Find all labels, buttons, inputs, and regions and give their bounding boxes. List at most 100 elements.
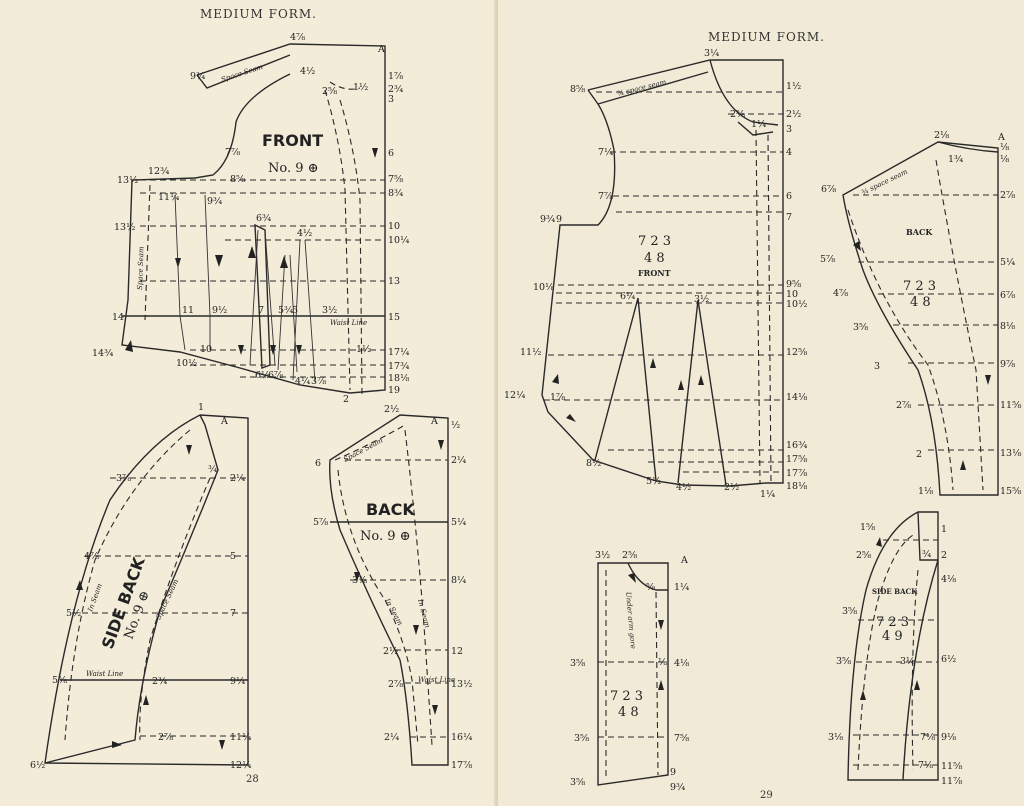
front-measure: 3⅞ (311, 376, 326, 387)
side-back-measure: 2¾ (152, 676, 167, 687)
r-back-measure: 2 (916, 449, 922, 460)
side-back-space-seam: Space Seam (155, 578, 181, 621)
r-front-measure: 1⅞ (550, 392, 565, 403)
front-side-seam-label: Space Seam (136, 246, 146, 290)
r-side-back-measure: 7⅛ (920, 732, 935, 743)
front-title: FRONT (262, 131, 323, 150)
back-measure: 2¼ (451, 455, 466, 466)
front-measure: 3½ (322, 305, 337, 316)
side-back-measure: 9¼ (230, 676, 245, 687)
r-front-title: FRONT (638, 268, 671, 278)
r-under-arm-measure: 9¾ (670, 782, 685, 793)
r-back-measure: 11⅝ (1000, 400, 1021, 411)
r-side-back-measure: 7⅛ (918, 760, 933, 771)
r-front-measure: 8⅝ (570, 84, 585, 95)
r-under-arm-measure: 9 (670, 767, 676, 778)
back-measure: 2½ (383, 646, 398, 657)
r-front-measure: 9⅝ (786, 279, 801, 290)
front-measure: 7 (258, 305, 264, 316)
r-under-arm-title: Under arm gore (624, 591, 637, 649)
back-measure: 5¼ (451, 517, 466, 528)
front-measure: 9¾ (207, 196, 222, 207)
side-back-measure: 2⅞ (158, 732, 173, 743)
side-back-measure: 12¼ (230, 760, 251, 771)
r-back-measure: A (997, 132, 1005, 143)
front-measure: 6½ (255, 370, 270, 381)
front-measure: 6¾ (256, 213, 271, 224)
back-in-seam-1: In Seam (383, 596, 404, 627)
r-back-measure: 4⅞ (833, 288, 848, 299)
r-front-measure: 6 (786, 191, 792, 202)
r-back-measure: 1⅛ (918, 486, 933, 497)
back-measure: 3⅞ (352, 575, 367, 586)
r-side-back-measure: 3⅝ (842, 606, 857, 617)
front-measure: 5 (292, 305, 298, 316)
front-measure: 13½ (114, 222, 135, 233)
back-measure: 6 (315, 458, 321, 469)
r-front-measure: 4 (786, 147, 792, 158)
r-front-measure: 17⅝ (786, 454, 807, 465)
r-back-measure: 13⅛ (1000, 448, 1021, 459)
front-measure: 1⅞ (388, 71, 403, 82)
r-front-code: 7 2 3 (638, 234, 671, 249)
front-measure: 13 (388, 276, 400, 287)
side-back-measure: 3⅞ (116, 473, 131, 484)
front-measure: 7⅞ (225, 147, 240, 158)
front-measure: 8⅝ (230, 174, 245, 185)
r-under-arm-code: 7 2 3 (610, 689, 643, 704)
front-pattern: FRONT No. 9 ⊕ Space Seam Space Seam Wais… (92, 32, 409, 405)
r-under-arm-measure: ⅝ (646, 582, 655, 593)
r-side-back-measure: 2⅝ (856, 550, 871, 561)
r-front-measure: 1½ (786, 81, 801, 92)
r-under-arm-sub: 4 8 (618, 705, 639, 720)
front-measure: 6 (388, 148, 394, 159)
r-back-measure: ⅛ (1000, 142, 1009, 153)
r-side-back-sub: 4 9 (882, 629, 903, 644)
front-measure: 17¾ (388, 361, 409, 372)
r-front-sub: 4 8 (644, 251, 665, 266)
r-side-back-code: 7 2 3 (876, 615, 909, 630)
r-side-back-measure: 3⅛ (828, 732, 843, 743)
r-side-back-measure: 2 (941, 550, 947, 561)
front-measure: 2¾ (388, 84, 403, 95)
front-measure: 5¾ (278, 305, 293, 316)
r-side-back-measure: 9⅛ (941, 732, 956, 743)
back-title: BACK (366, 500, 415, 519)
r-side-back-measure: 1⅝ (860, 522, 875, 533)
r-side-back-measure: 11⅞ (941, 776, 962, 787)
r-front-measure: 7 (786, 212, 792, 223)
r-front-measure: 7¼ (598, 147, 613, 158)
r-side-back-measure: 4⅛ (941, 574, 956, 585)
front-measure: 12¾ (148, 166, 169, 177)
r-back-measure: 2⅛ (934, 130, 949, 141)
r-back-measure: 6⅞ (821, 184, 836, 195)
left-page: MEDIUM FORM. 28 (0, 0, 498, 806)
r-back-measure: 2⅞ (896, 400, 911, 411)
r-back-measure: 2⅞ (1000, 190, 1015, 201)
front-measure: 19 (388, 385, 400, 396)
front-measure: 4⅞ (290, 32, 305, 43)
side-back-measure: A (220, 416, 228, 427)
r-front-measure: 12⅝ (786, 347, 807, 358)
r-front-measure: 3¼ (704, 48, 719, 59)
back-measure: ½ (451, 420, 460, 431)
front-measure: 2⅝ (322, 86, 337, 97)
r-front-measure: 10 (786, 289, 798, 300)
r-back-sub: 4 8 (910, 295, 931, 310)
side-back-measure: 7 (230, 608, 236, 619)
front-measure: 10¼ (388, 235, 409, 246)
r-front-measure: 14⅛ (786, 392, 807, 403)
side-back-measure: 11¼ (230, 732, 251, 743)
side-back-measure: 5 (230, 551, 236, 562)
front-number: No. 9 ⊕ (268, 161, 319, 176)
r-front-measure: 9¾ (540, 214, 555, 225)
front-measure: 6⅞ (268, 370, 283, 381)
back-in-seam-2: In Seam (416, 597, 432, 629)
front-measure: 1½ (356, 344, 371, 355)
front-measure: 8¾ (388, 188, 403, 199)
side-back-measure: 5⅝ (52, 675, 67, 686)
r-under-arm-measure: 3⅝ (574, 733, 589, 744)
